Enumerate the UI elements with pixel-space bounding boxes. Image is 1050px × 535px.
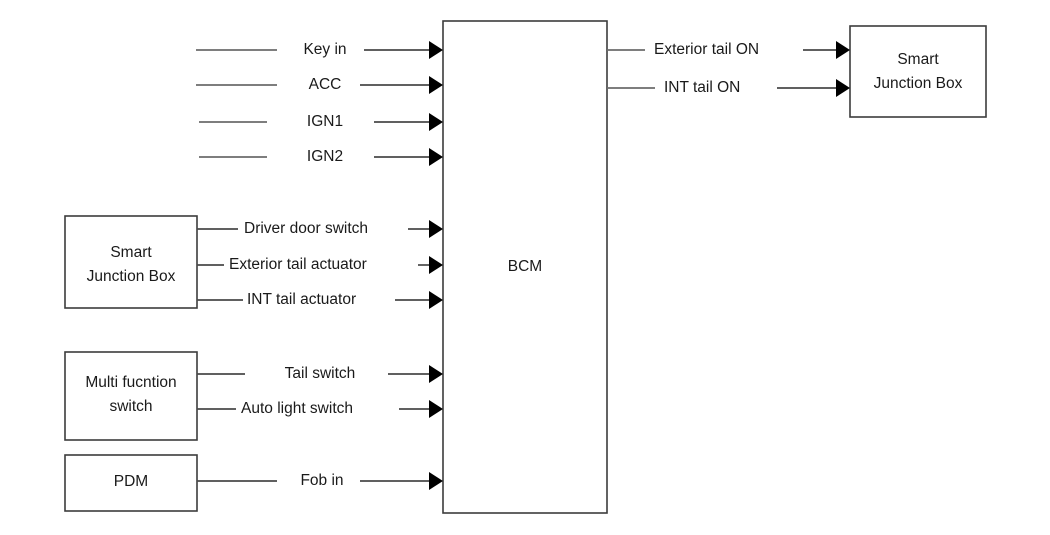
signal-exterior-tail-on[interactable]: Exterior tail ON: [607, 41, 850, 59]
int-tail-on-arrow-head-icon: [836, 79, 850, 97]
multi-switch-label-line1: Multi fucntion: [85, 374, 176, 391]
auto-light-switch-arrow-head-icon: [429, 400, 443, 418]
tail-switch-label: Tail switch: [285, 365, 356, 382]
key-in-label: Key in: [303, 41, 346, 58]
int-tail-on-label: INT tail ON: [664, 79, 740, 96]
key-in-arrow-head-icon: [429, 41, 443, 59]
ign1-label: IGN1: [307, 113, 343, 130]
block-smart-junction-box-right[interactable]: Smart Junction Box: [849, 25, 987, 118]
signal-int-tail-on[interactable]: INT tail ON: [607, 79, 850, 97]
signal-ign2[interactable]: IGN2: [199, 148, 443, 166]
signal-acc[interactable]: ACC: [196, 76, 443, 94]
signal-key-in[interactable]: Key in: [196, 41, 443, 59]
acc-arrow-head-icon: [429, 76, 443, 94]
signal-tail-switch[interactable]: Tail switch: [197, 365, 443, 383]
ign2-arrow-head-icon: [429, 148, 443, 166]
driver-door-switch-label: Driver door switch: [244, 220, 368, 237]
pdm-box[interactable]: [64, 454, 198, 512]
acc-label: ACC: [309, 76, 342, 93]
exterior-tail-actuator-arrow-head-icon: [429, 256, 443, 274]
sjb-right-label-line2: Junction Box: [874, 75, 963, 92]
fob-in-arrow-head-icon: [429, 472, 443, 490]
sjb-left-label-line1: Smart: [110, 244, 152, 261]
block-smart-junction-box-left[interactable]: Smart Junction Box: [64, 215, 198, 309]
pdm-label: PDM: [114, 473, 148, 490]
auto-light-switch-label: Auto light switch: [241, 400, 353, 417]
multi-switch-label-line2: switch: [109, 398, 152, 415]
signal-int-tail-actuator[interactable]: INT tail actuator: [197, 291, 443, 309]
int-tail-actuator-label: INT tail actuator: [247, 291, 356, 308]
signal-exterior-tail-actuator[interactable]: Exterior tail actuator: [197, 256, 443, 274]
block-pdm[interactable]: PDM: [64, 454, 198, 512]
sjb-left-label-line2: Junction Box: [87, 268, 176, 285]
sjb-right-label-line1: Smart: [897, 51, 939, 68]
sjb-right-box[interactable]: [849, 25, 987, 118]
int-tail-actuator-arrow-head-icon: [429, 291, 443, 309]
block-multi-function-switch[interactable]: Multi fucntion switch: [64, 351, 198, 441]
bcm-label: BCM: [508, 258, 542, 275]
ign1-arrow-head-icon: [429, 113, 443, 131]
signal-ign1[interactable]: IGN1: [199, 113, 443, 131]
multi-switch-box[interactable]: [64, 351, 198, 441]
signal-driver-door-switch[interactable]: Driver door switch: [197, 220, 443, 238]
block-bcm[interactable]: BCM: [442, 20, 608, 514]
fob-in-label: Fob in: [300, 472, 343, 489]
signal-fob-in[interactable]: Fob in: [197, 472, 443, 490]
ign2-label: IGN2: [307, 148, 343, 165]
driver-door-switch-arrow-head-icon: [429, 220, 443, 238]
exterior-tail-on-arrow-head-icon: [836, 41, 850, 59]
signal-auto-light-switch[interactable]: Auto light switch: [197, 400, 443, 418]
exterior-tail-actuator-label: Exterior tail actuator: [229, 256, 367, 273]
tail-switch-arrow-head-icon: [429, 365, 443, 383]
sjb-left-box[interactable]: [64, 215, 198, 309]
bcm-box[interactable]: [442, 20, 608, 514]
exterior-tail-on-label: Exterior tail ON: [654, 41, 759, 58]
